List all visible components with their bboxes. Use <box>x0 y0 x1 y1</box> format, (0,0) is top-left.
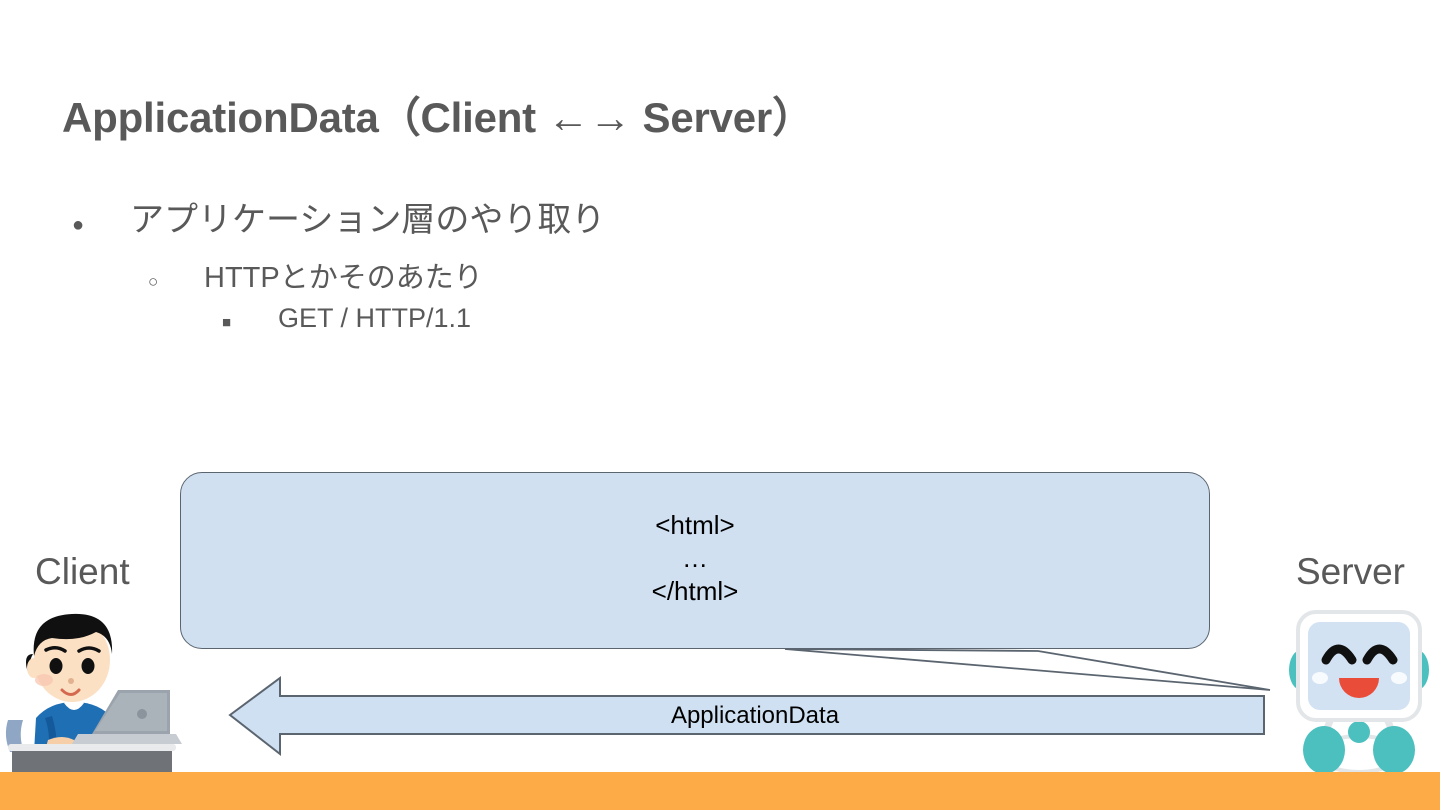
bullet-disc-icon: ● <box>72 214 85 236</box>
speech-bubble-text: <html> … </html> <box>181 509 1209 608</box>
server-label: Server <box>1296 551 1405 592</box>
speech-bubble-line-1: <html> <box>655 510 735 540</box>
bullet-level2-label: HTTPとかそのあたり <box>204 262 483 294</box>
bullet-level3: ■ GET / HTTP/1.1 <box>222 303 471 334</box>
speech-bubble-line-2: … <box>682 543 708 573</box>
page-title: ApplicationData（Client ←→ Server） <box>62 94 814 141</box>
bullet-level1: ● アプリケーション層のやり取り <box>72 192 605 241</box>
smiling-robot-icon <box>1289 610 1429 774</box>
bullet-circle-icon: ○ <box>148 272 159 291</box>
client-label: Client <box>35 551 130 592</box>
speech-bubble-line-3: </html> <box>651 576 739 606</box>
footer-accent-bar <box>0 772 1440 810</box>
bullet-square-icon: ■ <box>222 314 232 331</box>
arrow-label: ApplicationData <box>670 702 840 729</box>
bullet-level3-label: GET / HTTP/1.1 <box>278 303 472 333</box>
person-at-laptop-icon <box>5 613 182 775</box>
applicationdata-arrow <box>228 676 1265 757</box>
speech-bubble: <html> … </html> <box>180 472 1210 649</box>
bullet-level2: ○ HTTPとかそのあたり <box>148 254 483 296</box>
bullet-level1-label: アプリケーション層のやり取り <box>130 201 606 239</box>
